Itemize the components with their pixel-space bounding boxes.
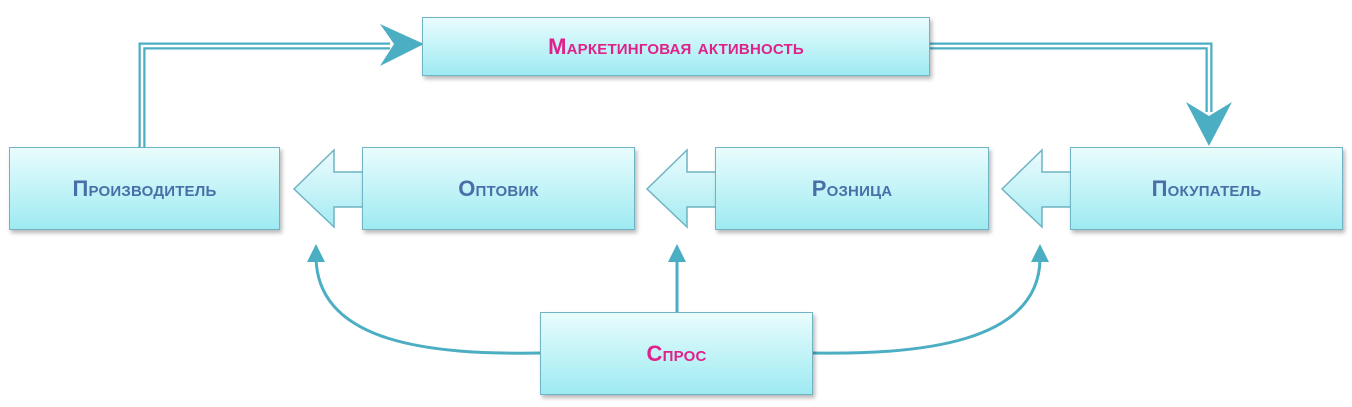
node-wholesaler: Оптовик	[362, 147, 635, 230]
node-marketing-activity-label: Маркетинговая активность	[548, 33, 804, 59]
node-buyer-label: Покупатель	[1151, 175, 1262, 201]
node-demand: Спрос	[540, 312, 813, 395]
block-arrow-retail-to-wholesaler	[645, 148, 718, 229]
arrowhead-up-icon	[307, 244, 325, 262]
node-retail: Розница	[715, 147, 989, 230]
curve-demand-to-buyer	[811, 257, 1042, 355]
node-demand-label: Спрос	[646, 340, 707, 366]
node-marketing-activity: Маркетинговая активность	[422, 17, 930, 76]
arrowhead-up-icon	[1031, 244, 1049, 262]
arrowhead-down-icon	[1186, 102, 1232, 146]
arrowhead-up-icon	[668, 244, 686, 262]
block-arrow-buyer-to-retail	[1000, 148, 1073, 229]
curve-demand-to-producer	[314, 257, 542, 355]
node-buyer: Покупатель	[1070, 147, 1343, 230]
node-producer: Производитель	[9, 147, 280, 230]
node-producer-label: Производитель	[72, 175, 217, 201]
node-retail-label: Розница	[811, 175, 893, 201]
arrowhead-right-icon	[380, 24, 424, 66]
node-wholesaler-label: Оптовик	[458, 175, 539, 201]
double-arrow-producer-to-marketing	[138, 24, 424, 148]
block-arrow-wholesaler-to-producer	[292, 148, 365, 229]
double-arrow-marketing-to-buyer	[930, 42, 1232, 146]
